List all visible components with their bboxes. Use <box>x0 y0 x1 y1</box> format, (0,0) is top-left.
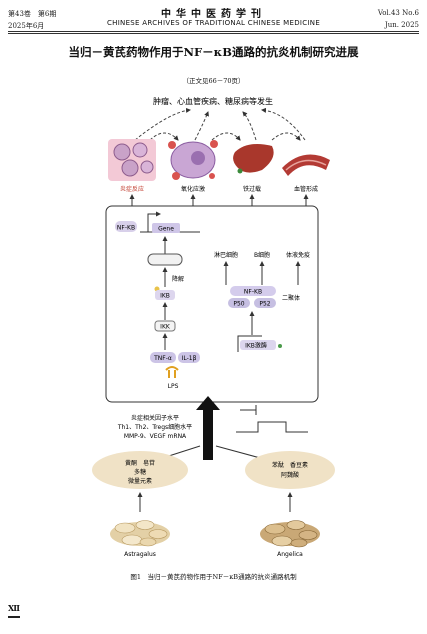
page-number-bar <box>8 616 20 618</box>
astragalus-name: Astragalus <box>124 551 156 558</box>
transcription-arrow <box>147 211 161 232</box>
arc-arrow-4 <box>261 107 306 141</box>
kinase-bracket <box>237 335 262 352</box>
header-rule <box>8 31 419 32</box>
il-pill <box>178 352 200 363</box>
outcome-label-inflammation: 炎症反应 <box>120 185 144 193</box>
see-pages: （正文见66－70页） <box>182 77 245 85</box>
il-label: IL-1β <box>182 355 197 362</box>
outcome-label-iron: 铁过载 <box>243 185 261 193</box>
outcome-label-angiogenesis: 血管形成 <box>294 185 318 193</box>
factor-line-1: 炎症相关因子水平 <box>131 414 179 422</box>
arc-arrow-7 <box>271 132 301 141</box>
outcome-label-oxidative: 氧化应激 <box>181 185 205 193</box>
mechanism-figure: 肿瘤、心血管疾病、糖尿病等发生 炎症反应 氧化应激 铁过载 血管形成 <box>92 96 335 558</box>
b-cell-label: B细胞 <box>254 251 270 259</box>
ikk-label: IKK <box>160 324 171 331</box>
pathway-panel <box>105 205 319 403</box>
humoral-immunity-label: 体液免疫 <box>286 251 310 259</box>
kinase-dot-icon <box>278 344 282 348</box>
arc-arrow-1 <box>134 107 191 141</box>
p50-label: P50 <box>233 301 244 308</box>
proteasome-shape <box>147 253 183 266</box>
journal-title-cn: 中华中医药学刊 <box>161 9 266 20</box>
header-volume-issue-en: Vol.43 No.6 <box>377 9 419 17</box>
nfkb-gene-label: NF-KB <box>117 225 135 232</box>
blood-vessel-image <box>282 154 330 176</box>
nfkb-gene-pill <box>115 221 137 232</box>
journal-title-en: CHINESE ARCHIVES OF TRADITIONAL CHINESE … <box>106 19 321 27</box>
oxidative-stress-cell-image <box>168 140 218 180</box>
angelica-name: Angelica <box>277 551 303 558</box>
gene-box <box>152 223 180 233</box>
angelica-compounds-oval <box>245 451 335 489</box>
degrade-label: 降解 <box>172 275 184 283</box>
liver-image <box>233 144 274 174</box>
factor-line-3: MMP-9、VEGF mRNA <box>124 433 187 440</box>
header-rule-thin <box>8 33 419 34</box>
arc-arrow-5 <box>149 132 179 141</box>
arc-arrow-2 <box>194 111 209 141</box>
diseases-label: 肿瘤、心血管疾病、糖尿病等发生 <box>153 96 273 106</box>
factor-line-2: Th1、Th2、Tregs细胞水平 <box>117 423 192 431</box>
ikb-kinase-pill <box>240 340 276 350</box>
astragalus-compound-3: 微量元素 <box>128 477 152 485</box>
nfkb-complex-label: NF-KB <box>244 289 262 296</box>
angelica-slices-image <box>260 520 320 548</box>
ikk-pill <box>154 320 176 332</box>
page-number: Ⅻ <box>8 603 21 613</box>
astragalus-compound-2: 多糖 <box>134 468 146 476</box>
tnf-label: TNF-α <box>153 355 172 362</box>
ikb-kinase-label: IKB激酶 <box>245 342 267 350</box>
gene-label: Gene <box>158 226 174 233</box>
main-up-arrow <box>196 396 220 460</box>
dimer-label: 二聚体 <box>282 294 300 302</box>
arc-arrow-6 <box>211 132 241 141</box>
astragalus-compounds-oval <box>92 451 188 489</box>
lps-receptor-icon <box>165 366 179 378</box>
ikb-label: IKB <box>160 293 170 300</box>
inhibition-symbol <box>236 405 308 433</box>
header-volume-issue-cn: 第43卷 第6期 <box>8 10 57 18</box>
ikb-pill <box>155 290 175 300</box>
lps-label: LPS <box>168 383 179 390</box>
angelica-compound-2: 阿魏酸 <box>281 471 299 479</box>
header-date-en: Jun. 2025 <box>384 21 419 29</box>
inflammation-cells-image <box>108 139 156 181</box>
figure-caption: 图1 当归－黄芪药物作用于NF－κB通路的抗炎通路机制 <box>130 573 297 581</box>
arc-arrow-3 <box>242 111 257 141</box>
tnf-pill <box>150 352 176 363</box>
astragalus-compound-1: 黄酮 皂苷 <box>125 459 155 467</box>
article-title: 当归－黄芪药物作用于NF－κB通路的抗炎机制研究进展 <box>68 45 359 59</box>
header-date-cn: 2025年6月 <box>8 22 45 30</box>
angelica-compound-1: 苯酞 香豆素 <box>272 461 308 469</box>
nfkb-complex-pill <box>230 286 276 296</box>
p50-pill <box>228 298 250 308</box>
p52-pill <box>254 298 276 308</box>
astragalus-slices-image <box>110 520 170 547</box>
p52-label: P52 <box>259 301 270 308</box>
lymphocyte-label: 淋巴细胞 <box>214 251 238 259</box>
